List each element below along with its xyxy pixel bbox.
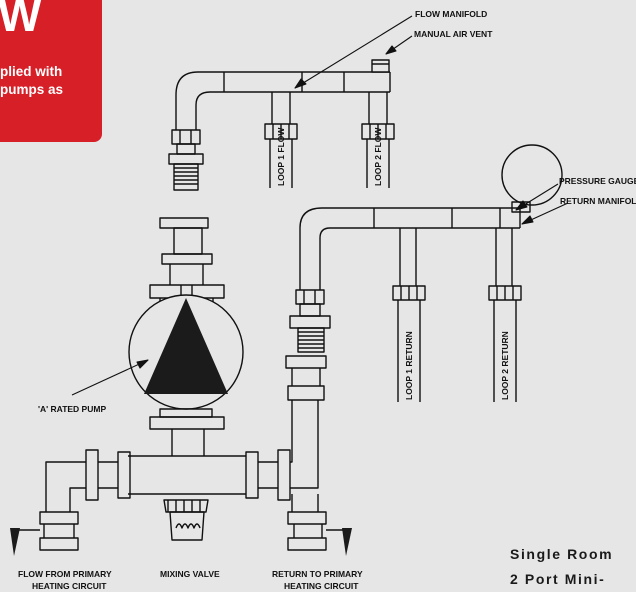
caption-line-2: 2 Port Mini- [510, 571, 606, 587]
return-manifold-label: RETURN MANIFOLD [560, 196, 636, 206]
promo-badge: W plied with pumps as [0, 0, 102, 142]
loop-1-flow-label: LOOP 1 FLOW [276, 127, 286, 186]
loop-1-return-pipe [392, 228, 426, 402]
return-primary-label-line-1: RETURN TO PRIMARY [272, 569, 363, 579]
caption-line-1: Single Room [510, 546, 614, 562]
badge-text-line-2: pumps as [0, 82, 64, 97]
loop-1-flow-pipe [264, 92, 298, 188]
loop-2-return-label: LOOP 2 RETURN [500, 331, 510, 400]
pressure-gauge-icon [501, 144, 563, 206]
loop-2-flow-pipe [361, 92, 395, 188]
mixing-valve [163, 499, 209, 541]
loop-2-flow-label: LOOP 2 FLOW [373, 127, 383, 186]
manual-air-vent-label: MANUAL AIR VENT [414, 29, 493, 39]
pump [128, 294, 244, 430]
drain-valve-icon [342, 528, 352, 556]
mixing-valve-assembly [10, 355, 352, 556]
return-manifold [289, 144, 563, 402]
mixing-valve-label: MIXING VALVE [160, 569, 220, 579]
pressure-gauge-label: PRESSURE GAUGE [559, 176, 636, 186]
flow-primary-label-line-2: HEATING CIRCUIT [32, 581, 107, 591]
return-primary-label-line-2: HEATING CIRCUIT [284, 581, 359, 591]
loop-2-return-pipe [488, 228, 522, 402]
flow-primary-label-line-1: FLOW FROM PRIMARY [18, 569, 112, 579]
pump-leader [71, 359, 149, 396]
pump-label: 'A' RATED PUMP [38, 404, 106, 414]
leader-arrows [71, 15, 569, 396]
flow-manifold-leader [294, 15, 413, 89]
badge-headline: W [0, 0, 42, 41]
drain-valve-icon [10, 528, 20, 556]
return-manifold-outlet-fitting [289, 289, 331, 353]
manual-air-vent [371, 59, 390, 73]
loop-1-return-label: LOOP 1 RETURN [404, 331, 414, 400]
badge-text-line-1: plied with [0, 64, 63, 79]
flow-manifold-label: FLOW MANIFOLD [415, 9, 487, 19]
pump-triangle-icon [144, 298, 228, 394]
flow-manifold-inlet-fitting [168, 129, 204, 191]
